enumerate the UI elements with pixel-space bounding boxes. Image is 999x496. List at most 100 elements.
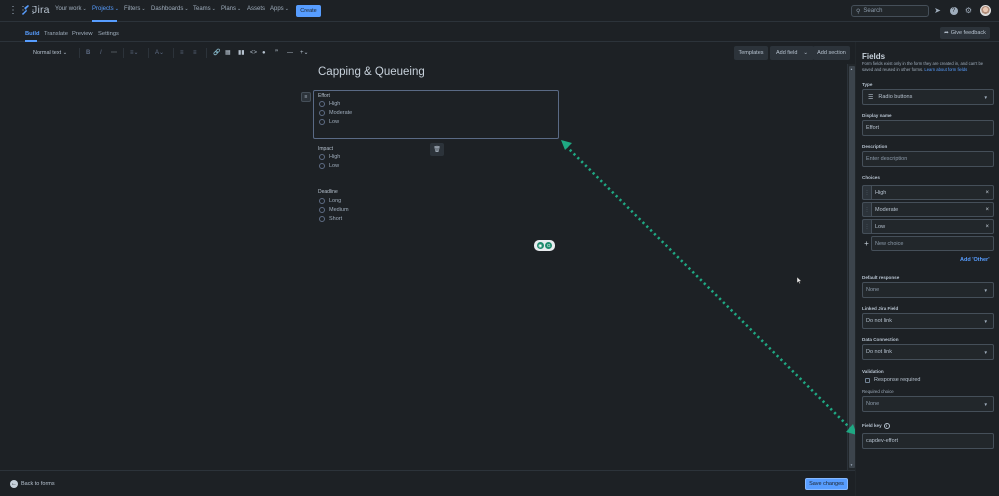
avatar[interactable] [980,5,991,16]
required-choice-select[interactable]: None ▼ [862,396,994,412]
scrollbar-thumb[interactable] [849,66,855,468]
radio-option[interactable]: Moderate [319,110,352,116]
remove-choice-icon[interactable]: × [985,206,989,213]
text-color-icon[interactable]: A⌄ [155,50,165,56]
chevron-down-icon: ⌄ [184,6,189,12]
link-icon[interactable]: 🔗 [213,50,221,56]
response-required-checkbox[interactable]: Response required [865,377,920,383]
default-response-select[interactable]: None ▼ [862,282,994,298]
form-title[interactable]: Capping & Queueing [318,66,425,78]
layout-icon[interactable]: ▮▮ [238,50,245,56]
save-changes-button[interactable]: Save changes [805,478,848,490]
info-panel-icon[interactable]: ● [262,50,266,56]
nav-assets[interactable]: Assets [247,6,265,12]
drag-handle-icon[interactable]: ⋮ [862,202,871,217]
chevron-down-icon: ▼ [983,318,988,324]
radio-option[interactable]: Low [319,119,339,125]
canvas-scrollbar[interactable]: ▲ ▼ [847,64,855,470]
radio-option[interactable]: Short [319,216,342,222]
create-button[interactable]: Create [296,5,321,17]
scroll-down-icon[interactable]: ▼ [850,463,853,467]
tab-translate[interactable]: Translate [44,31,68,37]
nav-projects[interactable]: Projects⌄ [92,6,119,12]
search-input[interactable]: ⚲ Search [851,5,929,17]
settings-icon[interactable]: ⚙ [964,6,973,15]
tab-build[interactable]: Build [25,31,40,37]
jira-logo[interactable]: Jira [20,4,50,16]
nav-your-work[interactable]: Your work⌄ [55,6,87,12]
builder-footer: ← Back to forms Save changes [0,470,855,496]
drag-handle-icon[interactable]: ⋮ [862,185,871,200]
new-choice-input[interactable]: New choice [871,236,994,251]
add-other-link[interactable]: Add 'Other' [960,257,990,263]
bullet-list-icon[interactable]: ≡ [180,50,184,56]
bold-icon[interactable]: B [86,50,91,56]
description-input[interactable]: Enter description [862,151,994,167]
type-value: Radio buttons [878,94,913,100]
nav-teams[interactable]: Teams⌄ [193,6,216,12]
default-response-label: Default response [862,275,900,280]
add-section-button[interactable]: Add section [813,46,850,60]
nav-dashboards[interactable]: Dashboards⌄ [151,6,189,12]
quote-icon[interactable]: ” [275,50,278,56]
option-label: High [329,154,341,160]
editor-toolbar: Normal text ⌄ B I ⋯ ≡⌄ A⌄ ≡ ≡ 🔗 ▦ ▮▮ <> … [20,44,850,62]
pin-icon[interactable]: ◉ [536,242,544,249]
grammar-icon[interactable]: G [545,242,553,249]
remove-choice-icon[interactable]: × [985,189,989,196]
delete-field-button[interactable]: 🗑 [430,143,444,156]
text-style-label: Normal text [33,50,62,56]
display-name-input[interactable]: Effort [862,120,994,136]
nav-filters[interactable]: Filters⌄ [124,6,146,12]
radio-icon [319,216,325,222]
radio-option[interactable]: Low [319,163,339,169]
chevron-down-icon: ⌄ [237,6,242,12]
choice-input[interactable]: Low× [871,219,994,234]
drag-handle-icon[interactable]: ⋮ [862,219,871,234]
numbered-list-icon[interactable]: ≡ [193,50,197,56]
drag-handle-icon[interactable]: ≡ [301,92,311,102]
nav-apps[interactable]: Apps⌄ [270,6,289,12]
italic-icon[interactable]: I [100,50,102,56]
divider-line-icon[interactable]: — [287,50,293,56]
choice-input[interactable]: Moderate× [871,202,994,217]
nav-label: Teams [193,6,211,12]
more-formatting-icon[interactable]: ⋯ [111,50,117,56]
info-icon[interactable]: i [883,423,890,429]
extension-widget[interactable]: ◉ G [534,240,555,251]
option-label: Short [329,216,343,222]
learn-more-link[interactable]: Learn about form fields [924,67,968,72]
tab-preview[interactable]: Preview [72,31,93,37]
remove-choice-icon[interactable]: × [985,223,989,230]
text-style-dropdown[interactable]: Normal text ⌄ [33,50,67,56]
app-switcher-icon[interactable]: ⋮⋮⋮ [8,5,38,16]
insert-more-icon[interactable]: +⌄ [300,50,309,56]
align-icon[interactable]: ≡⌄ [130,50,139,56]
radio-option[interactable]: High [319,101,340,107]
tab-settings[interactable]: Settings [98,31,119,37]
nav-plans[interactable]: Plans⌄ [221,6,241,12]
add-field-button[interactable]: Add field⌄ [770,46,814,60]
give-feedback-button[interactable]: ➦ Give feedback [940,27,990,39]
plus-icon[interactable]: + [864,239,869,248]
selected-field-outline[interactable] [313,90,559,139]
help-icon[interactable]: ? [949,6,958,15]
chevron-down-icon: ⌄ [62,50,68,56]
chevron-down-icon: ▼ [983,349,988,355]
code-icon[interactable]: <> [250,50,258,56]
choice-input[interactable]: High× [871,185,994,200]
type-select[interactable]: ☰ Radio buttons ▼ [862,89,994,105]
radio-option[interactable]: Long [319,198,341,204]
back-to-forms-link[interactable]: ← Back to forms [10,480,55,488]
radio-option[interactable]: High [319,154,340,160]
notifications-icon[interactable]: ➤ [934,6,941,15]
linked-field-select[interactable]: Do not link ▼ [862,313,994,329]
radio-option[interactable]: Medium [319,207,349,213]
table-icon[interactable]: ▦ [225,50,231,56]
divider [173,48,174,58]
divider [123,48,124,58]
data-connection-select[interactable]: Do not link ▼ [862,344,994,360]
field-key-input[interactable]: capdev-effort [862,433,994,449]
scroll-up-icon[interactable]: ▲ [850,67,853,71]
templates-button[interactable]: Templates [734,46,768,60]
